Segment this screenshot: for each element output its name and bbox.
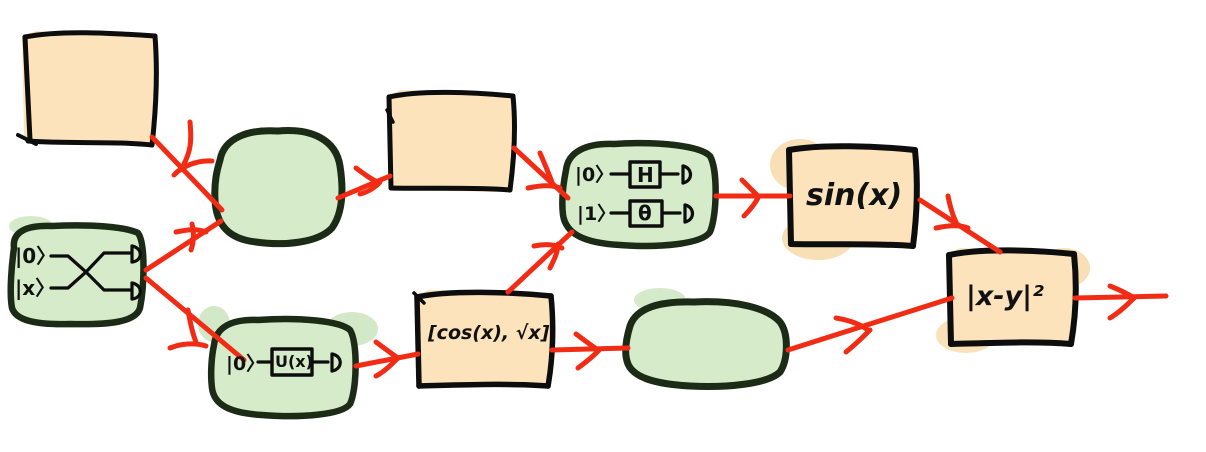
- node-n7-ux-circuit[interactable]: [207, 315, 359, 420]
- edge-n10-to-output: [1072, 283, 1169, 321]
- edge-n5-to-n6: [713, 177, 793, 219]
- edge-n9-to-n10: [785, 295, 955, 355]
- edge-n3-to-n4: [335, 165, 393, 201]
- edge-n2-to-n3: [143, 218, 224, 273]
- edge-n2-to-n7: [143, 275, 247, 363]
- node-n10-abs-diff-box[interactable]: [946, 247, 1079, 347]
- node-n3-empty-green-blob[interactable]: [211, 127, 346, 248]
- edge-n1-to-n3: [149, 119, 225, 213]
- node-n4-empty-tan-box[interactable]: [385, 89, 517, 193]
- node-n6-sin-box[interactable]: [786, 143, 920, 249]
- node-n5-h-theta-circuit[interactable]: [559, 139, 719, 250]
- edge-n7-to-n8: [353, 339, 421, 379]
- node-n8-cos-sqrt-box[interactable]: [412, 289, 556, 389]
- edge-n8-to-n9: [549, 331, 631, 371]
- edge-n4-to-n5: [511, 145, 571, 201]
- edge-n6-to-n10: [917, 193, 1003, 255]
- edge-n8-to-n5: [505, 229, 575, 295]
- node-n9-empty-green-blob[interactable]: [622, 298, 790, 390]
- node-n2-swap-circuit[interactable]: [7, 222, 147, 328]
- node-n1-empty-tan-box[interactable]: [16, 30, 159, 148]
